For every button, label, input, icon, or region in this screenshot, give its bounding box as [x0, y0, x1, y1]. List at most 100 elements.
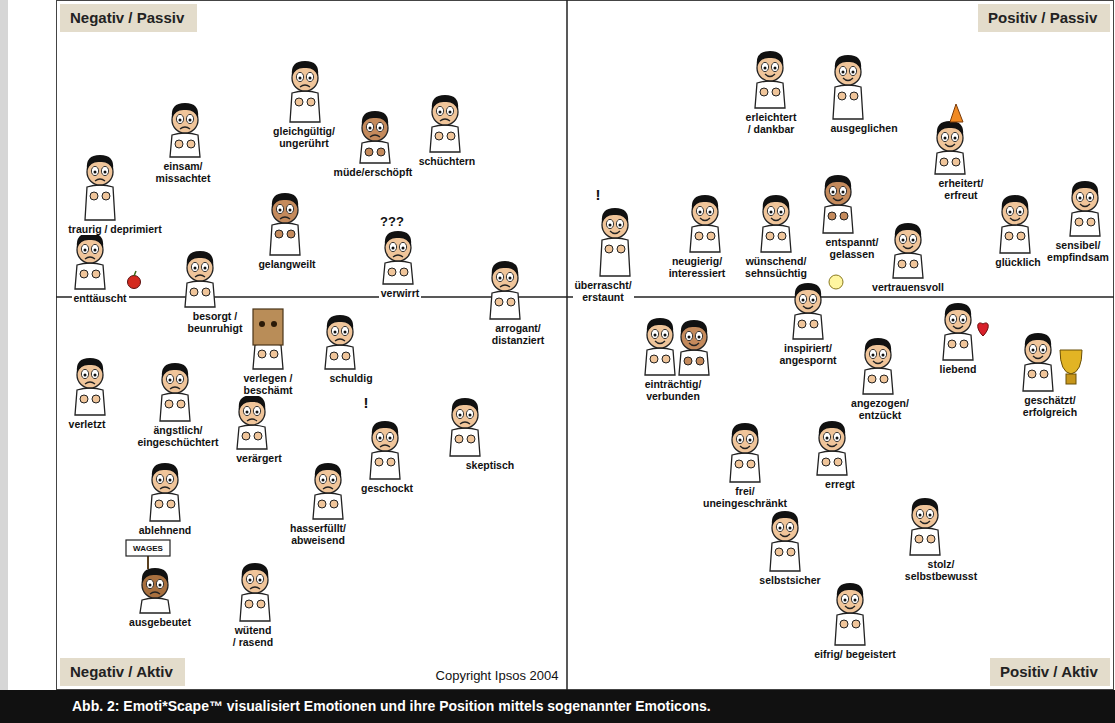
emotion-label: geschätzt/ erfolgreich: [1021, 394, 1079, 418]
mouth: [740, 446, 750, 449]
shirt: [910, 528, 940, 555]
shirt: [240, 593, 270, 621]
hair: [385, 231, 411, 246]
eye: [91, 369, 98, 378]
hand: [257, 600, 265, 608]
pupil: [872, 354, 875, 357]
emotion-label: schuldig: [328, 372, 375, 384]
cartoon-figure: [490, 261, 520, 319]
hand: [400, 268, 408, 276]
emotion-label: eifrig/ begeistert: [813, 648, 898, 660]
hand: [190, 288, 198, 296]
hair: [162, 363, 188, 378]
eye: [191, 262, 198, 271]
mouth: [920, 521, 930, 524]
eye: [949, 314, 956, 323]
hair: [315, 463, 341, 478]
hand: [838, 92, 846, 100]
mouth: [953, 326, 963, 329]
hand: [177, 400, 185, 408]
shirt: [360, 141, 390, 163]
hand: [254, 432, 262, 440]
pupil: [402, 247, 405, 250]
emotion-label: vertrauensvoll: [871, 281, 946, 293]
hand: [760, 88, 768, 96]
eye: [959, 314, 966, 323]
eye: [201, 262, 208, 271]
shirt: [817, 451, 847, 475]
shirt: [1070, 211, 1100, 236]
emotion-label: skeptisch: [464, 459, 516, 471]
eye: [156, 579, 163, 588]
hand: [90, 192, 98, 200]
hand: [840, 620, 848, 628]
mouth: [247, 419, 257, 421]
shirt: [85, 185, 115, 220]
eye: [456, 409, 463, 418]
pupil: [698, 336, 701, 339]
emotion-label: erregt: [824, 478, 857, 490]
pupil: [84, 374, 87, 377]
cartoon-figure: [833, 55, 863, 119]
eye: [1039, 344, 1046, 353]
prop-group: [126, 104, 1082, 569]
hair: [152, 463, 178, 478]
cartoon-figure: [450, 398, 480, 456]
eye: [176, 114, 183, 123]
eye: [916, 509, 923, 518]
hair: [492, 261, 518, 276]
hand: [102, 192, 110, 200]
emotion-label: angezogen/ entzückt: [850, 397, 911, 421]
pupil: [259, 579, 262, 582]
pupil: [499, 277, 502, 280]
mouth: [1080, 204, 1090, 207]
shirt: [600, 238, 630, 276]
hand: [435, 132, 443, 140]
shirt: [645, 348, 675, 375]
pupil: [439, 111, 442, 114]
cartoon-figure: [170, 103, 200, 157]
eye: [1016, 206, 1023, 215]
hand: [684, 357, 692, 365]
hair: [865, 338, 891, 353]
cartoon-figure: [817, 421, 847, 475]
pupil: [764, 67, 767, 70]
hair: [327, 315, 353, 330]
hand: [1040, 370, 1048, 378]
hand: [662, 355, 670, 363]
hand: [287, 230, 295, 238]
cartoon-figure: [690, 195, 720, 252]
hair: [432, 95, 458, 110]
emotion-label: wütend / rasend: [231, 624, 275, 648]
hair: [187, 251, 213, 266]
hair: [602, 208, 628, 223]
quadrant-label: Negativ / Passiv: [60, 4, 197, 32]
shirt: [430, 125, 460, 152]
pupil: [322, 479, 325, 482]
pupil: [179, 119, 182, 122]
pupil: [1079, 197, 1082, 200]
pupil: [699, 211, 702, 214]
pupil: [739, 439, 742, 442]
cartoon-figure: [270, 193, 300, 255]
pupil: [179, 379, 182, 382]
eye: [879, 349, 886, 358]
mouth: [780, 534, 790, 537]
eye: [951, 132, 958, 141]
cartoon-figure: [823, 175, 853, 233]
pupil: [169, 479, 172, 482]
hair: [452, 398, 478, 413]
eye: [706, 206, 713, 215]
eye: [436, 106, 443, 115]
pupil: [842, 191, 845, 194]
hand: [1028, 370, 1036, 378]
pupil: [688, 336, 691, 339]
mouth: [803, 306, 813, 309]
cartoon-figure: [893, 223, 923, 278]
eye: [777, 206, 784, 215]
shirt: [160, 393, 190, 421]
shirt: [313, 493, 343, 519]
emotion-label: überrascht/ erstaunt: [573, 279, 634, 303]
eye: [651, 329, 658, 338]
